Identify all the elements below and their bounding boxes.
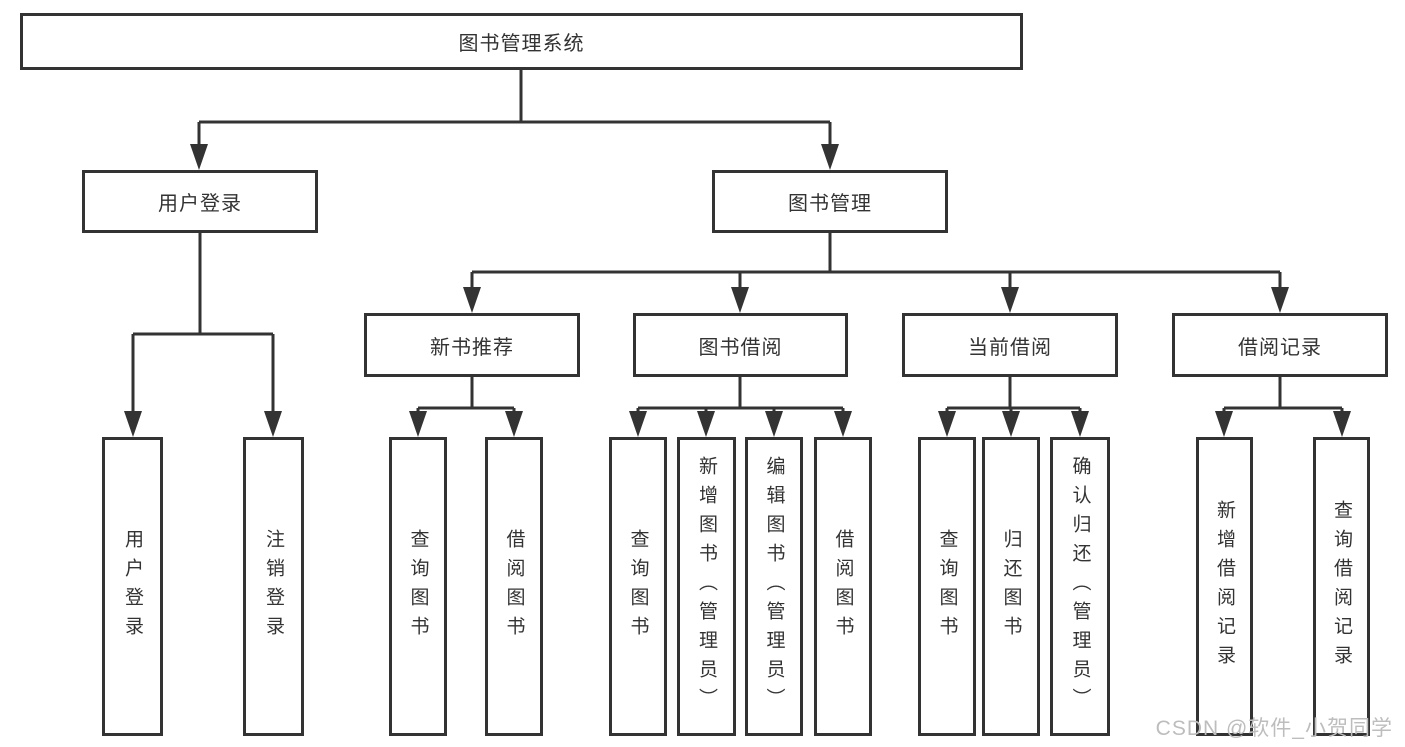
arrowhead-icon: [938, 411, 956, 437]
node-nb-query-books: 查询图书: [389, 437, 447, 736]
node-user-login: 用户登录: [82, 170, 318, 233]
connector-group: [409, 377, 523, 437]
node-book-management: 图书管理: [712, 170, 948, 233]
arrowhead-icon: [463, 287, 481, 313]
arrowhead-icon: [697, 411, 715, 437]
node-logout: 注销登录: [243, 437, 304, 736]
node-borrowing-records: 借阅记录: [1172, 313, 1388, 377]
arrowhead-icon: [834, 411, 852, 437]
node-new-book-recommendation: 新书推荐: [364, 313, 580, 377]
arrowhead-icon: [765, 411, 783, 437]
node-user-login-leaf: 用户登录: [102, 437, 163, 736]
node-br-add-record: 新增借阅记录: [1196, 437, 1253, 736]
node-nb-borrow-books: 借阅图书: [485, 437, 543, 736]
arrowhead-icon: [124, 411, 142, 437]
arrowhead-icon: [629, 411, 647, 437]
node-library-management-system: 图书管理系统: [20, 13, 1023, 70]
arrowhead-icon: [1333, 411, 1351, 437]
node-bb-add-books-admin: 新增图书（管理员）: [677, 437, 736, 736]
arrowhead-icon: [409, 411, 427, 437]
connector-group: [938, 377, 1089, 437]
node-cb-return-books: 归还图书: [982, 437, 1040, 736]
arrowhead-icon: [1271, 287, 1289, 313]
connector-group: [190, 70, 839, 170]
node-cb-query-books: 查询图书: [918, 437, 976, 736]
arrowhead-icon: [821, 144, 839, 170]
node-cb-confirm-return-admin: 确认归还（管理员）: [1050, 437, 1110, 736]
arrowhead-icon: [190, 144, 208, 170]
connector-group: [629, 377, 852, 437]
node-current-borrowing: 当前借阅: [902, 313, 1118, 377]
node-br-query-record: 查询借阅记录: [1313, 437, 1370, 736]
arrowhead-icon: [1002, 411, 1020, 437]
node-bb-query-books: 查询图书: [609, 437, 667, 736]
node-bb-edit-books-admin: 编辑图书（管理员）: [745, 437, 803, 736]
connector-group: [124, 233, 282, 437]
arrowhead-icon: [1001, 287, 1019, 313]
node-bb-borrow-books: 借阅图书: [814, 437, 872, 736]
arrowhead-icon: [731, 287, 749, 313]
node-book-borrowing: 图书借阅: [633, 313, 848, 377]
arrowhead-icon: [264, 411, 282, 437]
connector-group: [463, 233, 1289, 313]
arrowhead-icon: [1071, 411, 1089, 437]
connector-group: [1215, 377, 1351, 437]
arrowhead-icon: [505, 411, 523, 437]
watermark: CSDN @软件_小贺同学: [1155, 717, 1393, 740]
arrowhead-icon: [1215, 411, 1233, 437]
